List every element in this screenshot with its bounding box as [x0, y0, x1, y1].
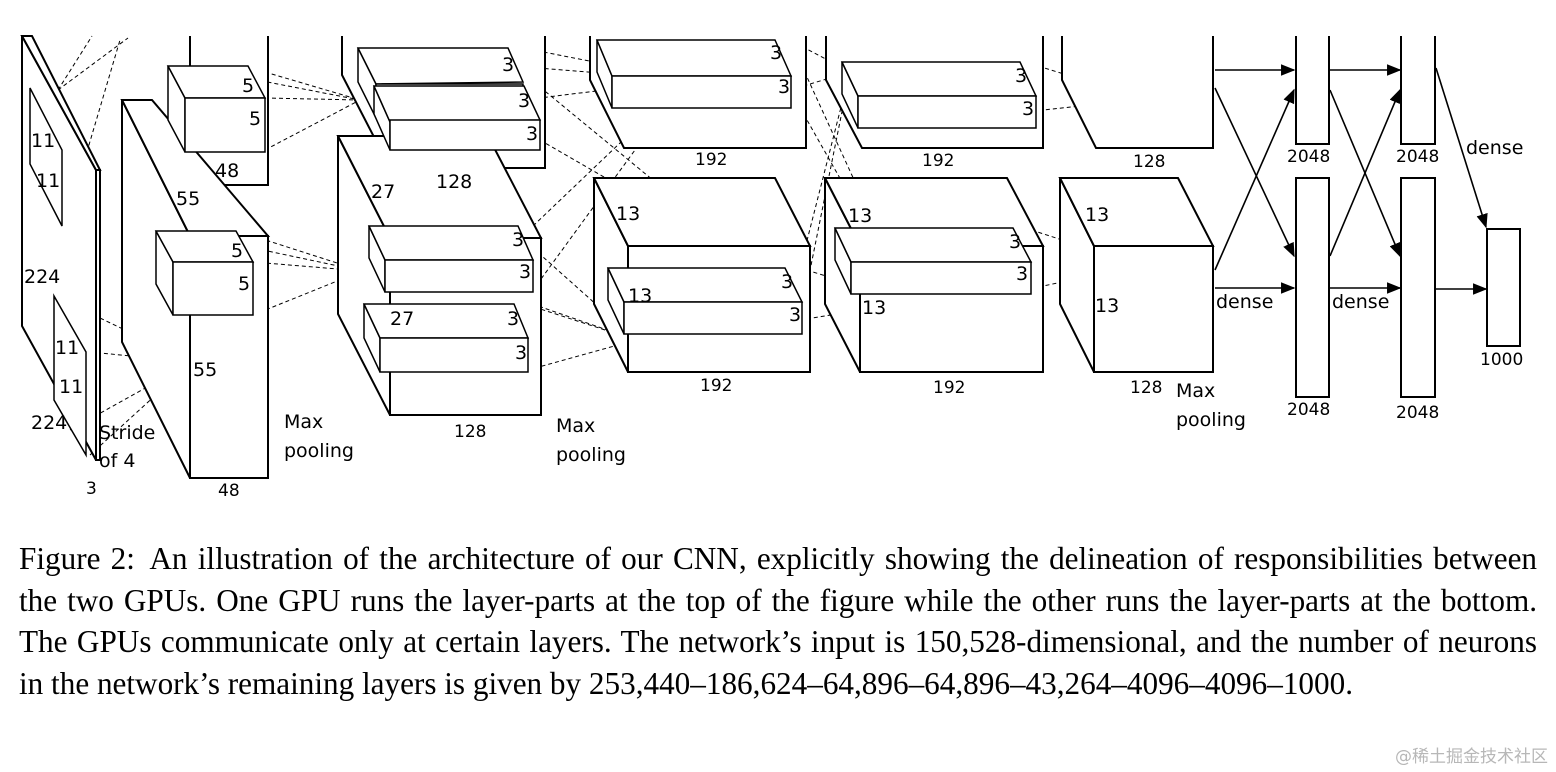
label-conv2-bot-k2: 3 [519, 261, 531, 283]
label-dense-1: dense [1216, 291, 1273, 313]
label-conv3-top-k1: 3 [770, 42, 782, 64]
label-pool2-b: pooling [556, 444, 626, 466]
label-conv4-top-depth: 192 [922, 151, 954, 171]
label-conv4-top-k1: 3 [1015, 65, 1027, 87]
label-fc6-top: 2048 [1287, 147, 1330, 167]
conv1-block [120, 36, 271, 479]
conv3-block [589, 36, 812, 373]
label-kernel1-b: 11 [36, 170, 60, 192]
label-conv2-top-depth: 128 [436, 171, 472, 193]
label-conv4-size-a: 13 [848, 205, 872, 227]
label-input-width: 224 [31, 412, 67, 434]
label-pool3-b: pooling [1176, 409, 1246, 431]
label-pool1-a: Max [284, 411, 323, 433]
label-conv3-size-b: 13 [628, 285, 652, 307]
label-conv1-top-k1: 5 [242, 75, 254, 97]
diagram-labels: 224 224 3 11 11 11 11 Stride of 4 5 5 48… [24, 42, 1523, 501]
label-conv2-top-k3: 3 [526, 123, 538, 145]
label-conv5-size-a: 13 [1085, 204, 1109, 226]
label-conv4-bot-k2: 3 [1016, 263, 1028, 285]
label-conv2-top-k2: 3 [518, 90, 530, 112]
label-fc7-top: 2048 [1396, 147, 1439, 167]
label-conv2-top-k1: 3 [502, 54, 514, 76]
label-pool3-a: Max [1176, 380, 1215, 402]
label-conv4-size-b: 13 [862, 297, 886, 319]
label-kernel1-a: 11 [31, 130, 55, 152]
label-input-height: 224 [24, 266, 60, 288]
label-conv3-top-k2: 3 [778, 76, 790, 98]
label-fc6-bot: 2048 [1287, 400, 1330, 420]
label-fc7-bot: 2048 [1396, 403, 1439, 423]
label-conv2-bot-k3b: 3 [515, 342, 527, 364]
label-conv2-size-a: 27 [371, 181, 395, 203]
label-conv4-top-k2: 3 [1022, 98, 1034, 120]
label-output: 1000 [1480, 350, 1523, 370]
label-conv3-bot-k1: 3 [781, 271, 793, 293]
figure-label: Figure 2: [19, 541, 135, 576]
label-conv1-size-b: 55 [193, 359, 217, 381]
label-conv3-bot-depth: 192 [700, 376, 732, 396]
input-layer [20, 35, 102, 461]
label-conv2-bot-depth: 128 [454, 422, 486, 442]
label-conv2-bot-k1: 3 [512, 229, 524, 251]
label-conv1-bot-depth: 48 [218, 481, 240, 501]
conv4-block [823, 36, 1045, 373]
label-conv5-bot-depth: 128 [1130, 378, 1162, 398]
label-conv3-size-a: 13 [616, 203, 640, 225]
label-conv1-size-a: 55 [176, 188, 200, 210]
label-conv4-bot-depth: 192 [933, 378, 965, 398]
label-pool1-b: pooling [284, 440, 354, 462]
dense-arrows [1214, 64, 1488, 295]
label-conv5-size-b: 13 [1095, 295, 1119, 317]
label-conv3-bot-k2: 3 [789, 304, 801, 326]
cnn-architecture-diagram: 224 224 3 11 11 11 11 Stride of 4 5 5 48… [20, 35, 1523, 501]
label-conv2-size-b: 27 [390, 308, 414, 330]
label-conv4-bot-k1: 3 [1009, 231, 1021, 253]
label-conv1-top-depth: 48 [215, 160, 239, 182]
label-conv1-bot-k2: 5 [238, 273, 250, 295]
label-conv1-bot-k1: 5 [231, 240, 243, 262]
caption-text: An illustration of the architecture of o… [19, 541, 1538, 701]
label-stride: Stride [99, 422, 155, 444]
label-stride-of: of 4 [99, 450, 135, 472]
label-dense-2: dense [1332, 291, 1389, 313]
conv5-block [1058, 36, 1215, 373]
label-kernel1-d: 11 [59, 376, 83, 398]
label-conv5-top-depth: 128 [1133, 152, 1165, 172]
figure-caption: Figure 2: An illustration of the archite… [19, 538, 1537, 704]
label-input-depth: 3 [86, 479, 97, 499]
label-conv1-top-k2: 5 [249, 108, 261, 130]
dense-layers [1295, 36, 1521, 398]
label-dense-3: dense [1466, 137, 1523, 159]
watermark: @稀土掘金技术社区 [1395, 747, 1548, 767]
conv2-block [336, 36, 546, 416]
label-kernel1-c: 11 [55, 337, 79, 359]
label-pool2-a: Max [556, 415, 595, 437]
label-conv2-bot-k3: 3 [507, 308, 519, 330]
label-conv3-top-depth: 192 [695, 150, 727, 170]
